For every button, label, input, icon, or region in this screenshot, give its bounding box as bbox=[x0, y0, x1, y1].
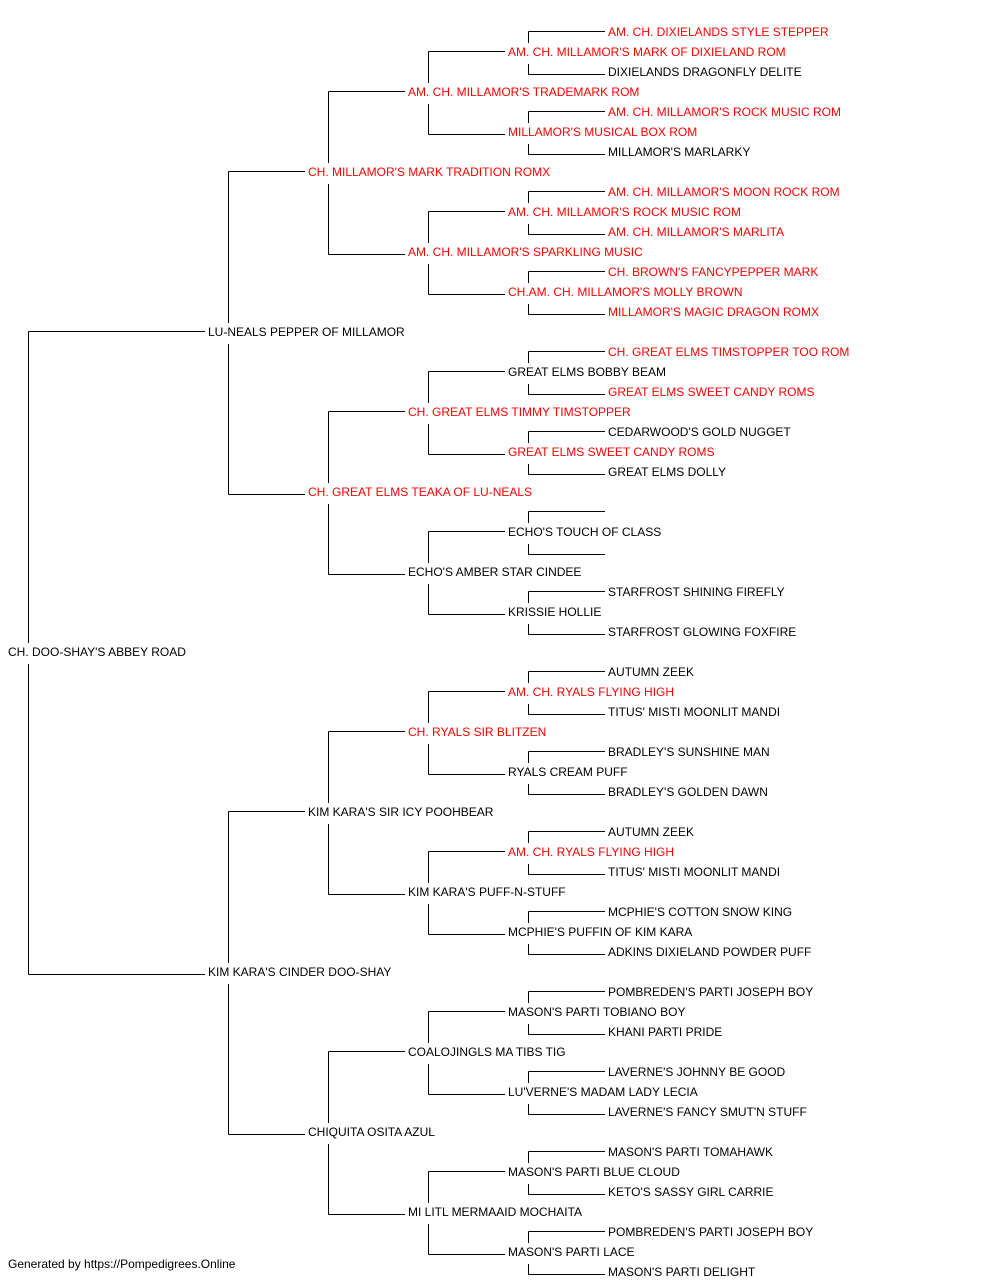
pedigree-name-gen3-0: AM. CH. MILLAMOR'S TRADEMARK ROM bbox=[408, 85, 640, 99]
pedigree-name-gen3-2: CH. GREAT ELMS TIMMY TIMSTOPPER bbox=[408, 405, 631, 419]
pedigree-name-gen4-10: AM. CH. RYALS FLYING HIGH bbox=[508, 845, 675, 859]
pedigree-name-gen4-0: AM. CH. MILLAMOR'S MARK OF DIXIELAND ROM bbox=[508, 45, 786, 59]
pedigree-name-gen3-4: CH. RYALS SIR BLITZEN bbox=[408, 725, 547, 739]
pedigree-name-gen3-1: AM. CH. MILLAMOR'S SPARKLING MUSIC bbox=[408, 245, 643, 259]
pedigree-name-gen5-19: BRADLEY'S GOLDEN DAWN bbox=[608, 785, 768, 799]
pedigree-name-gen5-10: CEDARWOOD'S GOLD NUGGET bbox=[608, 425, 791, 439]
pedigree-name-gen4-13: LU'VERNE'S MADAM LADY LECIA bbox=[508, 1085, 698, 1099]
pedigree-name-gen4-11: MCPHIE'S PUFFIN OF KIM KARA bbox=[508, 925, 693, 939]
pedigree-name-gen5-5: AM. CH. MILLAMOR'S MARLITA bbox=[608, 225, 785, 239]
pedigree-name-gen4-5: GREAT ELMS SWEET CANDY ROMS bbox=[508, 445, 715, 459]
pedigree-name-gen5-31: MASON'S PARTI DELIGHT bbox=[608, 1265, 756, 1279]
pedigree-name-gen2-2: KIM KARA'S SIR ICY POOHBEAR bbox=[308, 805, 494, 819]
pedigree-name-gen5-18: BRADLEY'S SUNSHINE MAN bbox=[608, 745, 770, 759]
pedigree-name-gen5-22: MCPHIE'S COTTON SNOW KING bbox=[608, 905, 793, 919]
pedigree-name-gen4-14: MASON'S PARTI BLUE CLOUD bbox=[508, 1165, 680, 1179]
pedigree-name-gen5-6: CH. BROWN'S FANCYPEPPER MARK bbox=[608, 265, 819, 279]
pedigree-name-gen4-15: MASON'S PARTI LACE bbox=[508, 1245, 635, 1259]
pedigree-name-gen5-1: DIXIELANDS DRAGONFLY DELITE bbox=[608, 65, 802, 79]
pedigree-name-gen5-11: GREAT ELMS DOLLY bbox=[608, 465, 727, 479]
pedigree-name-gen0-0: CH. DOO-SHAY'S ABBEY ROAD bbox=[8, 645, 186, 659]
pedigree-name-gen4-2: AM. CH. MILLAMOR'S ROCK MUSIC ROM bbox=[508, 205, 741, 219]
pedigree-name-gen5-7: MILLAMOR'S MAGIC DRAGON ROMX bbox=[608, 305, 819, 319]
pedigree-name-gen2-0: CH. MILLAMOR'S MARK TRADITION ROMX bbox=[308, 165, 551, 179]
pedigree-name-gen4-8: AM. CH. RYALS FLYING HIGH bbox=[508, 685, 675, 699]
pedigree-name-gen5-23: ADKINS DIXIELAND POWDER PUFF bbox=[608, 945, 812, 959]
pedigree-name-gen3-3: ECHO'S AMBER STAR CINDEE bbox=[408, 565, 582, 579]
pedigree-name-gen5-29: KETO'S SASSY GIRL CARRIE bbox=[608, 1185, 774, 1199]
pedigree-name-gen5-9: GREAT ELMS SWEET CANDY ROMS bbox=[608, 385, 815, 399]
pedigree-name-gen3-5: KIM KARA'S PUFF-N-STUFF bbox=[408, 885, 566, 899]
pedigree-name-gen5-8: CH. GREAT ELMS TIMSTOPPER TOO ROM bbox=[608, 345, 850, 359]
pedigree-name-gen5-16: AUTUMN ZEEK bbox=[608, 665, 695, 679]
pedigree-name-gen2-3: CHIQUITA OSITA AZUL bbox=[308, 1125, 435, 1139]
pedigree-name-gen5-27: LAVERNE'S FANCY SMUT'N STUFF bbox=[608, 1105, 807, 1119]
pedigree-name-gen4-6: ECHO'S TOUCH OF CLASS bbox=[508, 525, 662, 539]
pedigree-name-gen5-3: MILLAMOR'S MARLARKY bbox=[608, 145, 751, 159]
generated-by-footer[interactable]: Generated by https://Pompedigrees.Online bbox=[8, 1257, 236, 1271]
pedigree-name-gen4-7: KRISSIE HOLLIE bbox=[508, 605, 602, 619]
pedigree-name-gen5-26: LAVERNE'S JOHNNY BE GOOD bbox=[608, 1065, 786, 1079]
pedigree-name-gen2-1: CH. GREAT ELMS TEAKA OF LU-NEALS bbox=[308, 485, 533, 499]
pedigree-name-gen4-9: RYALS CREAM PUFF bbox=[508, 765, 628, 779]
pedigree-name-gen5-2: AM. CH. MILLAMOR'S ROCK MUSIC ROM bbox=[608, 105, 841, 119]
pedigree-name-gen4-12: MASON'S PARTI TOBIANO BOY bbox=[508, 1005, 686, 1019]
pedigree-name-gen4-3: CH.AM. CH. MILLAMOR'S MOLLY BROWN bbox=[508, 285, 743, 299]
pedigree-name-gen5-30: POMBREDEN'S PARTI JOSEPH BOY bbox=[608, 1225, 814, 1239]
pedigree-name-gen5-25: KHANI PARTI PRIDE bbox=[608, 1025, 723, 1039]
pedigree-name-gen5-24: POMBREDEN'S PARTI JOSEPH BOY bbox=[608, 985, 814, 999]
pedigree-name-gen3-6: COALOJINGLS MA TIBS TIG bbox=[408, 1045, 566, 1059]
pedigree-name-gen1-1: KIM KARA'S CINDER DOO-SHAY bbox=[208, 965, 392, 979]
pedigree-name-gen5-15: STARFROST GLOWING FOXFIRE bbox=[608, 625, 797, 639]
pedigree-name-gen3-7: MI LITL MERMAAID MOCHAITA bbox=[408, 1205, 583, 1219]
pedigree-name-gen5-4: AM. CH. MILLAMOR'S MOON ROCK ROM bbox=[608, 185, 840, 199]
pedigree-name-gen4-4: GREAT ELMS BOBBY BEAM bbox=[508, 365, 667, 379]
pedigree-name-gen4-1: MILLAMOR'S MUSICAL BOX ROM bbox=[508, 125, 698, 139]
pedigree-name-gen5-20: AUTUMN ZEEK bbox=[608, 825, 695, 839]
pedigree-name-gen5-17: TITUS' MISTI MOONLIT MANDI bbox=[608, 705, 781, 719]
pedigree-name-gen5-14: STARFROST SHINING FIREFLY bbox=[608, 585, 785, 599]
pedigree-name-gen5-0: AM. CH. DIXIELANDS STYLE STEPPER bbox=[608, 25, 829, 39]
pedigree-name-gen1-0: LU-NEALS PEPPER OF MILLAMOR bbox=[208, 325, 405, 339]
pedigree-name-gen5-21: TITUS' MISTI MOONLIT MANDI bbox=[608, 865, 781, 879]
pedigree-name-gen5-28: MASON'S PARTI TOMAHAWK bbox=[608, 1145, 773, 1159]
